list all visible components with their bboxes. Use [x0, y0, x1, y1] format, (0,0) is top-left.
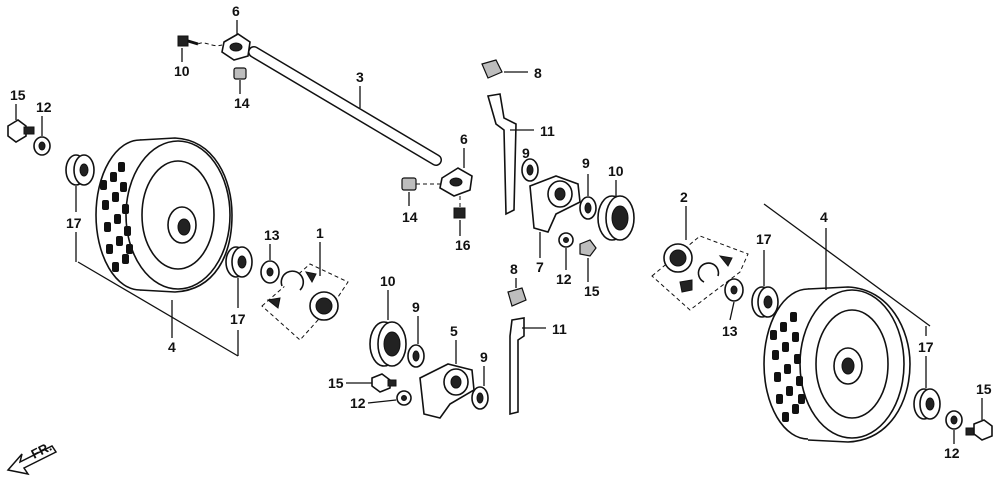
- pad-8-top: [481, 59, 503, 79]
- callout-8-bot: 8: [510, 261, 518, 277]
- callout-9-top-a: 9: [522, 145, 530, 161]
- bolt-15-bot: [371, 373, 397, 393]
- callout-9-bot-b: 9: [480, 349, 488, 365]
- callout-4-left: 4: [168, 339, 176, 355]
- gear-set-2: [651, 235, 749, 311]
- lever-11-bot: [509, 317, 525, 416]
- callout-12-bot: 12: [350, 395, 366, 411]
- leader-4-right-b: [763, 203, 931, 327]
- callout-10-bot: 10: [380, 273, 396, 289]
- callout-4-right: 4: [820, 209, 828, 225]
- callout-15-mid: 15: [584, 283, 600, 299]
- axle-shaft: [248, 46, 442, 166]
- callout-11-top: 11: [540, 123, 555, 139]
- washer-13-left: [260, 260, 280, 284]
- holder-7: [529, 175, 581, 233]
- bolt-15-mid: [579, 239, 597, 257]
- pad-8-bot: [507, 287, 527, 307]
- washer-9-bot-b: [471, 386, 489, 410]
- callout-13-left: 13: [264, 227, 280, 243]
- callout-17-right-a: 17: [756, 231, 772, 247]
- callout-9-top-b: 9: [582, 155, 590, 171]
- callout-8-top: 8: [534, 65, 542, 81]
- holder-5: [419, 363, 475, 419]
- bearing-17-right-b: [913, 388, 941, 420]
- leader-4-left-b: [77, 261, 239, 357]
- callout-14-mid: 14: [402, 209, 418, 225]
- bolt-16: [453, 207, 466, 219]
- washer-9-top-b: [579, 196, 597, 220]
- callout-13-right: 13: [722, 323, 738, 339]
- bearing-17-right-a: [751, 286, 779, 318]
- bearing-17-left-a: [65, 154, 95, 186]
- lever-11-top: [486, 93, 517, 216]
- bearing-10-top: [597, 195, 635, 241]
- gear-set-1: [261, 263, 349, 341]
- bearing-17-left-b: [225, 246, 253, 278]
- dash-10-top: [197, 42, 223, 47]
- callout-14-top: 14: [234, 95, 250, 111]
- callout-15-bot: 15: [328, 375, 344, 391]
- bracket-mid: [439, 167, 473, 197]
- washer-12-mid: [558, 232, 574, 248]
- callout-6-top: 6: [232, 3, 240, 19]
- nut-14-top: [233, 67, 247, 80]
- callout-1: 1: [316, 225, 324, 241]
- washer-9-bot-a: [407, 344, 425, 368]
- callout-2: 2: [680, 189, 688, 205]
- callout-17-left-b: 17: [230, 311, 246, 327]
- callout-12-left: 12: [36, 99, 52, 115]
- leader-12-bot: [367, 399, 397, 404]
- callout-11-bot: 11: [552, 321, 567, 337]
- callout-12-right: 12: [944, 445, 960, 461]
- callout-7: 7: [536, 259, 544, 275]
- bolt-10-top: [177, 35, 199, 47]
- bearing-10-bot: [369, 321, 407, 367]
- leader-13-right: [729, 301, 735, 321]
- callout-10-top-b: 10: [608, 163, 624, 179]
- bolt-15-left: [7, 119, 35, 143]
- washer-12-right: [945, 410, 963, 430]
- callout-6-mid: 6: [460, 131, 468, 147]
- callout-10-top: 10: [174, 63, 190, 79]
- callout-17-right-b: 17: [918, 339, 934, 355]
- bolt-15-right: [965, 419, 993, 441]
- nut-14-mid: [401, 177, 417, 191]
- washer-12-left: [33, 136, 51, 156]
- callout-3: 3: [356, 69, 364, 85]
- wheel-left: [95, 137, 233, 293]
- callout-12-mid: 12: [556, 271, 572, 287]
- callout-9-bot-a: 9: [412, 299, 420, 315]
- wheel-right: [763, 286, 911, 443]
- callout-15-right: 15: [976, 381, 992, 397]
- callout-15-left: 15: [10, 87, 26, 103]
- washer-12-bot: [396, 390, 412, 406]
- callout-5: 5: [450, 323, 458, 339]
- front-arrow-icon: [6, 445, 58, 476]
- washer-13-right: [724, 278, 744, 302]
- bracket-top: [221, 33, 251, 61]
- callout-16: 16: [455, 237, 471, 253]
- washer-9-top-a: [521, 158, 539, 182]
- callout-17-left-a: 17: [66, 215, 82, 231]
